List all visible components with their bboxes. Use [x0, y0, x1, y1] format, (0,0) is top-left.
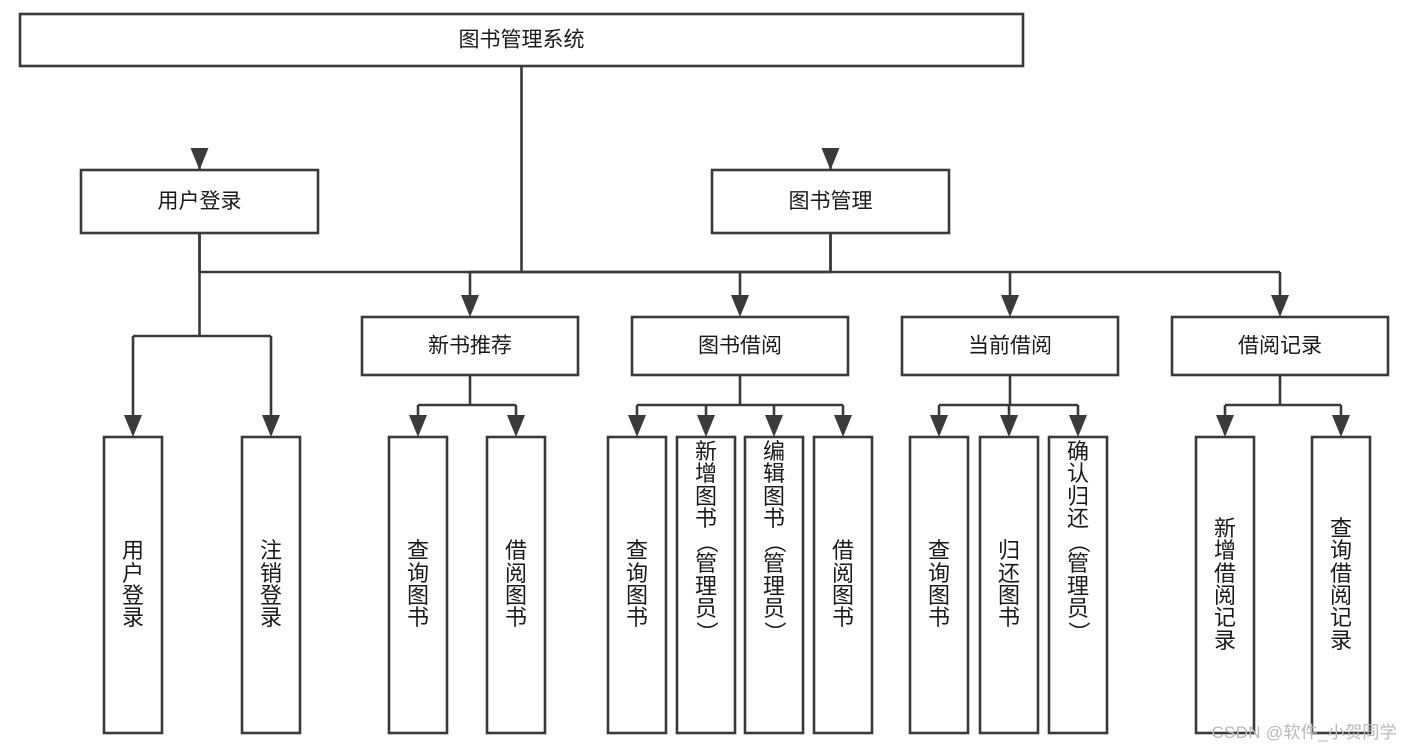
connector-arrow-icon — [1271, 295, 1289, 317]
node-box-level3-1[interactable] — [630, 315, 850, 377]
node-label-level3-0: 新书推荐 — [428, 335, 512, 358]
node-box-leaf-4[interactable] — [606, 435, 668, 735]
connector-arrow-icon — [930, 415, 948, 437]
connector-arrow-icon — [1000, 415, 1018, 437]
node-box-leaf-9[interactable] — [978, 435, 1040, 735]
node-box-leaf-11[interactable] — [1194, 435, 1256, 735]
node-box-leaf-12[interactable] — [1310, 435, 1372, 735]
node-box-leaf-0[interactable] — [102, 435, 164, 735]
connector-arrow-icon — [1332, 415, 1350, 437]
connector-arrow-icon — [124, 415, 142, 437]
node-box-level2-0[interactable] — [79, 168, 320, 235]
connector-arrow-icon — [262, 415, 280, 437]
connector-arrow-icon — [507, 415, 525, 437]
node-label-level2-1: 图书管理 — [789, 190, 873, 213]
connector-arrow-icon — [821, 148, 840, 170]
node-box-root[interactable] — [18, 12, 1025, 68]
connector-arrow-icon — [628, 415, 646, 437]
node-box-level3-3[interactable] — [1170, 315, 1390, 377]
node-box-leaf-5[interactable] — [675, 435, 737, 735]
node-label-root: 图书管理系统 — [459, 29, 585, 52]
connector-arrow-icon — [697, 415, 715, 437]
connector-arrow-icon — [834, 415, 852, 437]
node-box-leaf-2[interactable] — [387, 435, 449, 735]
connector-arrow-icon — [731, 295, 749, 317]
node-label-level3-3: 借阅记录 — [1238, 335, 1322, 358]
connector-arrow-icon — [1216, 415, 1234, 437]
connector-arrow-icon — [765, 415, 783, 437]
connector-arrow-icon — [190, 148, 209, 170]
node-box-leaf-6[interactable] — [743, 435, 805, 735]
node-box-leaf-7[interactable] — [812, 435, 874, 735]
node-box-leaf-3[interactable] — [485, 435, 547, 735]
node-box-leaf-1[interactable] — [240, 435, 302, 735]
connector-arrow-icon — [409, 415, 427, 437]
node-label-level3-1: 图书借阅 — [698, 335, 782, 358]
node-label-level3-2: 当前借阅 — [968, 335, 1052, 358]
connector-arrow-icon — [461, 295, 479, 317]
node-label-level2-0: 用户登录 — [158, 190, 242, 213]
connector-arrow-icon — [1001, 295, 1019, 317]
node-box-leaf-10[interactable] — [1047, 435, 1109, 735]
node-box-level2-1[interactable] — [710, 168, 951, 235]
node-box-leaf-8[interactable] — [908, 435, 970, 735]
connector-arrow-icon — [1069, 415, 1087, 437]
